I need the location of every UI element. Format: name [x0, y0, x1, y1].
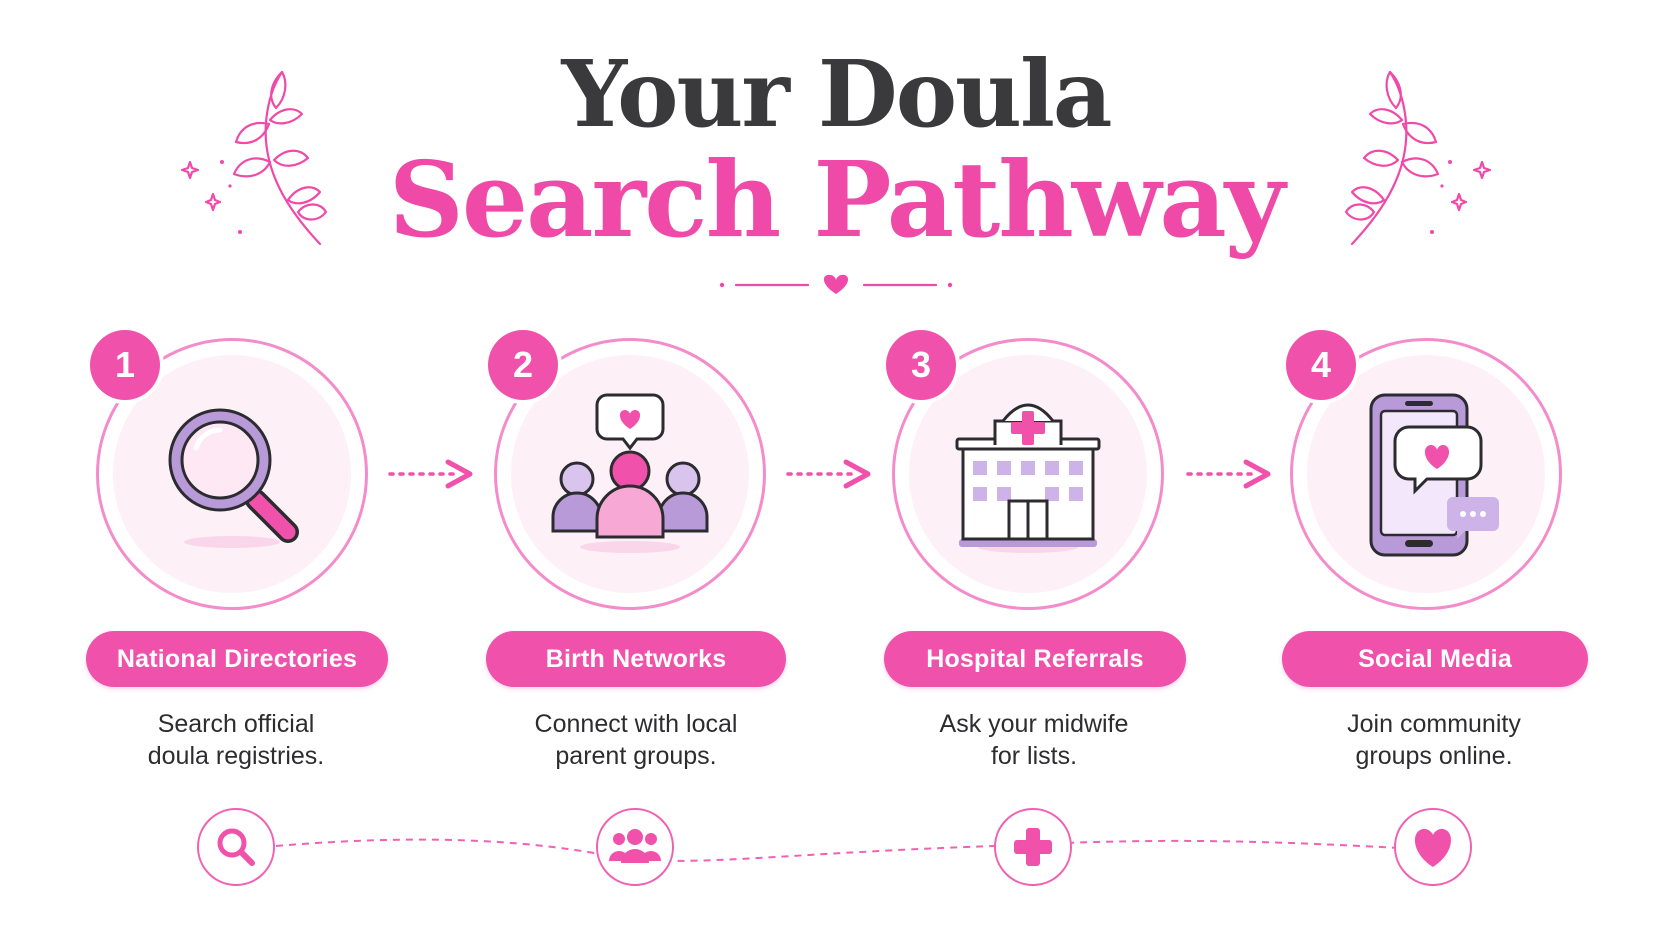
step-4-number-badge: 4 — [1286, 330, 1356, 400]
medical-cross-icon — [1014, 828, 1052, 866]
right-leaf-sprig-icon — [1344, 70, 1492, 246]
step-2-label-pill: Birth Networks — [486, 631, 786, 687]
step-3-circle — [892, 338, 1164, 610]
arrow-3-to-4-icon — [1186, 459, 1271, 489]
heart-divider-icon — [719, 274, 953, 294]
mini-search-badge — [197, 808, 275, 886]
mini-people-badge — [596, 808, 674, 886]
mini-cross-badge — [994, 808, 1072, 886]
search-icon — [217, 828, 255, 866]
step-1-label-pill: National Directories — [86, 631, 388, 687]
step-4-label-pill: Social Media — [1282, 631, 1588, 687]
step-2-circle — [494, 338, 766, 610]
title-line-1: Your Doula — [561, 40, 1112, 148]
step-1-number-badge: 1 — [90, 330, 160, 400]
magnifier-icon — [168, 408, 299, 548]
step-3-number-badge: 3 — [886, 330, 956, 400]
step-2-number-badge: 2 — [488, 330, 558, 400]
arrow-2-to-3-icon — [786, 459, 871, 489]
people-icon — [609, 829, 661, 863]
title-line-2: Search Pathway — [388, 138, 1285, 261]
left-leaf-sprig-icon — [180, 70, 328, 246]
mini-heart-badge — [1394, 808, 1472, 886]
arrow-1-to-2-icon — [388, 459, 473, 489]
phone-chat-icon — [1369, 393, 1499, 557]
heart-icon — [1414, 828, 1452, 867]
hospital-icon — [955, 403, 1101, 553]
step-3-label-pill: Hospital Referrals — [884, 631, 1186, 687]
step-4-circle — [1290, 338, 1562, 610]
bottom-dashed-path — [275, 838, 1401, 862]
group-heart-icon — [551, 393, 709, 553]
